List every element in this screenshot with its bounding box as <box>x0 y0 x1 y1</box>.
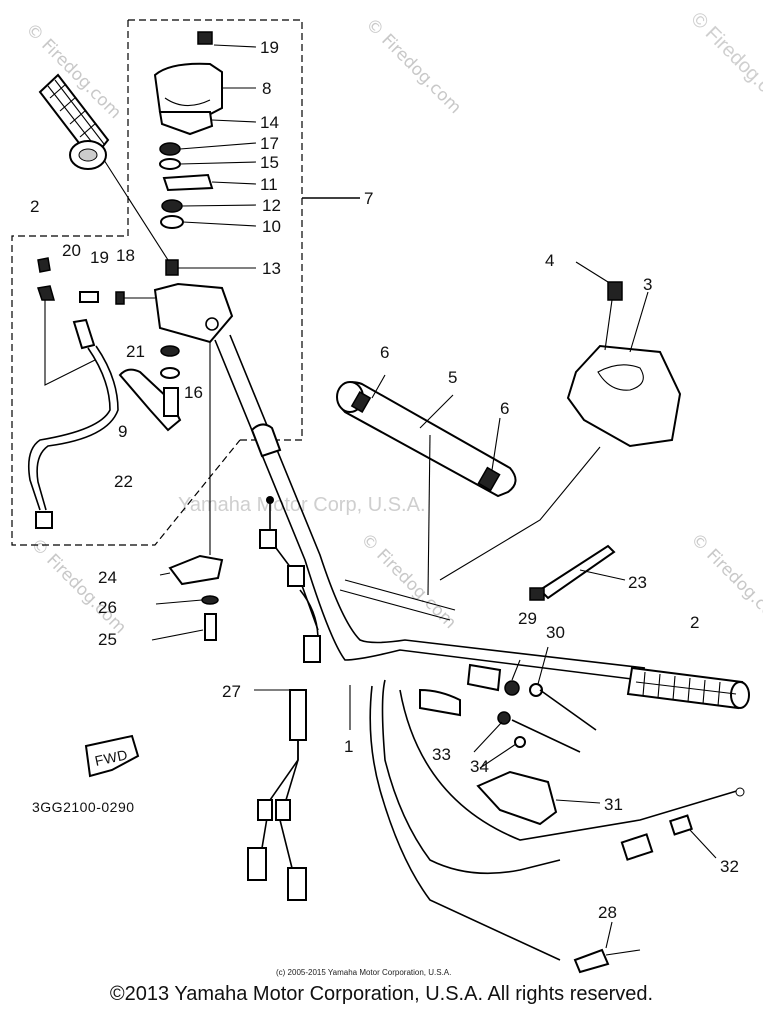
fwd-label: FWD <box>93 746 129 769</box>
callout-12: 12 <box>262 196 281 215</box>
throttle-cable <box>247 496 321 901</box>
callout-8: 8 <box>262 79 271 98</box>
callout-9: 9 <box>118 422 127 441</box>
callout-20: 20 <box>62 241 81 260</box>
callout-17: 17 <box>260 134 279 153</box>
diagram-code: 3GG2100-0290 <box>32 799 135 815</box>
throttle-housing-stack <box>153 31 234 344</box>
clamp-bottom <box>151 554 224 641</box>
handlebar-pad <box>336 374 517 596</box>
lower-cables <box>369 679 745 974</box>
callout-22: 22 <box>114 472 133 491</box>
callout-29: 29 <box>518 609 537 628</box>
callout-21: 21 <box>126 342 145 361</box>
callout-6b: 6 <box>500 399 509 418</box>
callout-25: 25 <box>98 630 117 649</box>
left-switch-cable <box>27 257 155 529</box>
leader-lines-top <box>103 44 257 269</box>
callout-14: 14 <box>260 113 279 132</box>
throttle-lever <box>118 342 211 555</box>
left-grip <box>38 73 110 170</box>
switch-assembly <box>419 646 601 826</box>
watermark-brand-2: © Firedog.com <box>361 14 465 118</box>
assembly-outlines <box>11 19 360 546</box>
callout-30: 30 <box>546 623 565 642</box>
callout-27: 27 <box>222 682 241 701</box>
callout-33: 33 <box>432 745 451 764</box>
callout-11: 11 <box>260 175 278 194</box>
watermark-center: Yamaha Motor Corp, U.S.A. <box>178 494 426 516</box>
callout-2b: 2 <box>690 613 699 632</box>
callout-24: 24 <box>98 568 117 587</box>
callout-26: 26 <box>98 598 117 617</box>
fwd-arrow: FWD <box>84 734 140 778</box>
callout-numbers: 19 8 14 17 15 11 12 10 7 13 2 20 19 18 2… <box>30 38 739 922</box>
callout-13: 13 <box>262 259 281 278</box>
callout-1: 1 <box>344 737 353 756</box>
watermarks: © Firedog.com © Firedog.com © Firedog.co… <box>21 8 763 638</box>
callout-32: 32 <box>720 857 739 876</box>
callout-10: 10 <box>262 217 281 236</box>
callout-16: 16 <box>184 383 203 402</box>
callout-23: 23 <box>628 573 647 592</box>
callout-31: 31 <box>604 795 623 814</box>
callout-19b: 19 <box>90 248 109 267</box>
callout-34: 34 <box>470 757 489 776</box>
right-grip <box>626 666 750 710</box>
cable-tie <box>529 544 626 601</box>
callout-28: 28 <box>598 903 617 922</box>
callout-2a: 2 <box>30 197 39 216</box>
callout-3: 3 <box>643 275 652 294</box>
watermark-brand-5: © Firedog.com <box>356 529 460 633</box>
copyright-footer: ©2013 Yamaha Motor Corporation, U.S.A. A… <box>109 983 654 1005</box>
handlebar-cover <box>439 261 682 581</box>
callout-7: 7 <box>364 189 373 208</box>
callout-6a: 6 <box>380 343 389 362</box>
handlebar <box>214 334 646 730</box>
small-credit: (c) 2005-2015 Yamaha Motor Corporation, … <box>276 968 451 977</box>
callout-5: 5 <box>448 368 457 387</box>
callout-4: 4 <box>545 251 554 270</box>
callout-18: 18 <box>116 246 135 265</box>
callout-19a: 19 <box>260 38 279 57</box>
callout-15: 15 <box>260 153 279 172</box>
watermark-brand-3: © Firedog.com <box>686 8 763 117</box>
